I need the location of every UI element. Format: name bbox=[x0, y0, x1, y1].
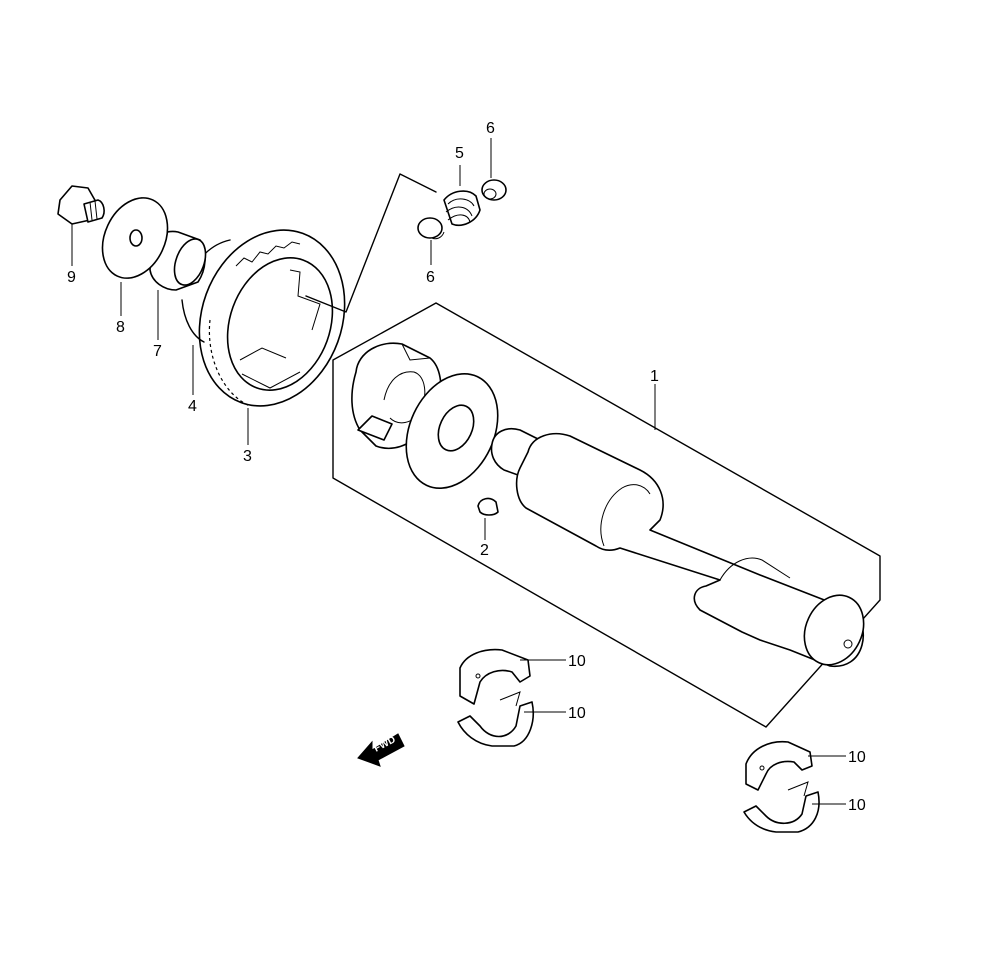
part-10-bearing-lower-left bbox=[457, 691, 534, 747]
part-9-bolt bbox=[57, 185, 105, 225]
part-6-pin-upper bbox=[481, 179, 507, 201]
part-8-washer bbox=[101, 197, 169, 279]
part-6-pin-lower bbox=[417, 217, 445, 240]
callout-6-upper: 6 bbox=[486, 120, 495, 137]
callout-9: 9 bbox=[67, 269, 76, 286]
callout-labels: 1 2 3 4 5 6 6 7 8 9 10 10 10 10 bbox=[67, 120, 866, 814]
part-1-shaft bbox=[351, 342, 865, 668]
callout-7: 7 bbox=[153, 343, 162, 360]
part-2-key bbox=[477, 497, 499, 516]
callout-5: 5 bbox=[455, 145, 464, 162]
callout-4: 4 bbox=[188, 398, 197, 415]
assembly-reference-line bbox=[305, 173, 437, 313]
leader-lines bbox=[71, 138, 846, 805]
callout-10-upper-left: 10 bbox=[568, 653, 586, 670]
callout-1: 1 bbox=[650, 368, 659, 385]
callout-6-lower: 6 bbox=[426, 269, 435, 286]
part-10-bearing-upper-right bbox=[745, 740, 813, 791]
part-10-bearing-lower-right bbox=[743, 781, 820, 833]
callout-10-lower-left: 10 bbox=[568, 705, 586, 722]
callout-10-upper-right: 10 bbox=[848, 749, 866, 766]
fwd-arrow-icon: FWD bbox=[357, 733, 405, 767]
callout-3: 3 bbox=[243, 448, 252, 465]
part-5-spring bbox=[443, 190, 481, 226]
callout-2: 2 bbox=[480, 542, 489, 559]
part-10-bearing-upper-left bbox=[459, 648, 531, 705]
part-3-gear bbox=[198, 229, 346, 407]
assembly-outline bbox=[332, 302, 881, 728]
callout-10-lower-right: 10 bbox=[848, 797, 866, 814]
callout-8: 8 bbox=[116, 319, 125, 336]
